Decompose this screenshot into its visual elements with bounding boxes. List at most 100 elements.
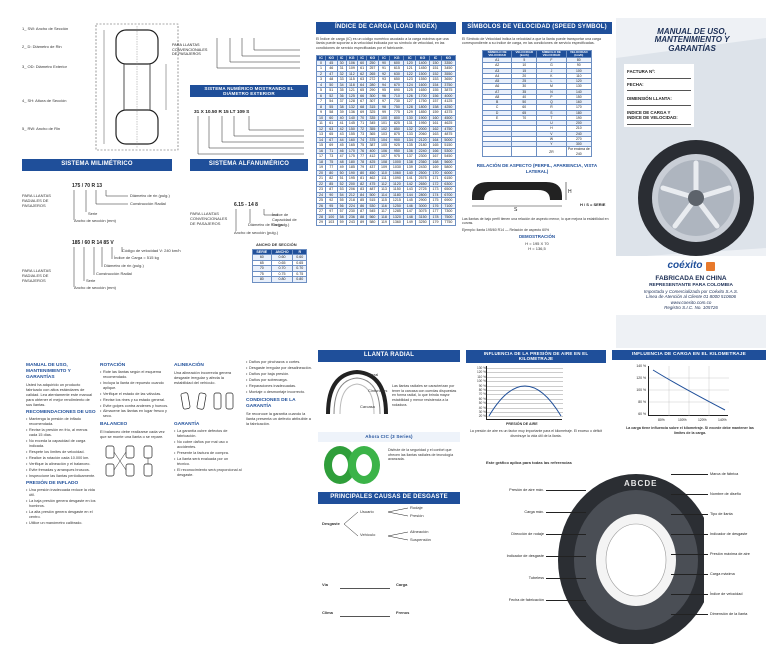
speed-cell: A2 <box>481 62 513 69</box>
load-index-cell: 45 <box>336 142 347 149</box>
load-index-cell: 2060 <box>415 131 431 138</box>
load-index-cell: 4125 <box>440 98 456 105</box>
diam-code-lines <box>197 116 304 155</box>
load-km-note: La carga tiene influencia sobre el kilom… <box>626 426 754 435</box>
phone: Línea de Atención al Cliente 01 8000 510… <box>646 294 736 300</box>
load-index-cell: 4500 <box>440 114 456 122</box>
load-index-cell: 103 <box>325 218 338 226</box>
pressure-row-label: 130 % <box>476 366 486 370</box>
pressure-gridline <box>487 394 563 396</box>
pressure-gridline <box>487 368 563 369</box>
load-index-cell: 4250 <box>440 103 456 111</box>
load-km-ytick: 60 % <box>638 412 646 416</box>
load-index-cell: 4 <box>316 81 326 89</box>
load-index-cell: 23 <box>316 186 326 193</box>
cause-branch-3: Vía <box>322 582 329 587</box>
load-index-cell: 37 <box>336 98 347 105</box>
load-index-cell: 2725 <box>415 186 431 193</box>
sidewall-right-label: Indicador de desgaste <box>710 532 748 536</box>
load-index-cell: 3450 <box>440 65 456 73</box>
list-item: Revise la presión en frío, al menos cada… <box>26 428 96 438</box>
load-index-cell: 1750 <box>415 98 431 105</box>
sidewall-right-label: Marca de fábrica <box>710 472 739 476</box>
list-item: No cubre daños por mal uso o accidentes. <box>174 440 242 450</box>
list-item: El reconocimiento será proporcional al d… <box>174 468 242 478</box>
load-index-cell: 6500 <box>440 186 456 193</box>
load-index-cell: 800 <box>389 114 405 122</box>
list-item: Evite frenadas y arranques bruscos. <box>26 468 96 473</box>
pressure-xlabel: PRESIÓN DE AIRE <box>506 422 538 426</box>
load-index-cell: 580 <box>366 218 379 226</box>
load-index-cell: 9 <box>316 109 326 116</box>
made-in: FABRICADA EN CHINA <box>655 274 727 282</box>
load-index-cell: 5300 <box>440 147 456 155</box>
load-index-cell: 690 <box>389 87 405 94</box>
load-km-ytick: 100 % <box>636 388 646 392</box>
form-field-fecha: FECHA: <box>627 79 691 91</box>
milim-side-label: PARA LLANTAS RADIALES DE PASAJEROS <box>22 193 51 209</box>
sidewall-leader-line <box>546 490 586 491</box>
speed-col-header: SÍMBOLO DE VELOCIDAD <box>481 49 513 59</box>
milimetrico-header: SISTEMA MILIMÉTRICO <box>22 159 172 171</box>
cause-branch-4: Clima <box>322 610 333 615</box>
cover-title-line-1: MANUAL DE USO, <box>657 27 727 36</box>
serie-cell: 0.60 <box>292 254 307 262</box>
web: www.coexito.com.co <box>670 299 712 305</box>
load-index-cell: 85 <box>357 197 368 204</box>
load-index-cell: 35 <box>336 87 347 94</box>
radial-header: LLANTA RADIAL <box>318 350 460 362</box>
load-km-ytick: 80 % <box>638 400 646 404</box>
load-index-cell: 6300 <box>440 180 456 188</box>
load-index-cell: 1700 <box>415 92 431 100</box>
milim-part-1: Diámetro de rin (pulg.) <box>130 193 170 198</box>
list-item: Mantenga la presión de inflado recomenda… <box>26 417 96 427</box>
load-index-cell: 3750 <box>440 81 456 89</box>
list-item: Revise los rines y su estado general. <box>100 398 170 403</box>
load-index-cell: 179 <box>429 218 442 226</box>
pressure-gridline <box>487 416 563 418</box>
load-index-cell: 4375 <box>440 109 456 116</box>
pressure-row-label: 30 % <box>478 410 486 414</box>
list-item: Daños por sobrecarga. <box>246 378 314 383</box>
serie-cell: 0.70 <box>270 265 294 272</box>
speed-cell: 130 <box>565 83 593 90</box>
load-index-cell: 710 <box>389 92 405 100</box>
load-index-cell: 1650 <box>415 87 431 94</box>
sidewall-left-label: Dirección de rodaje <box>511 532 544 536</box>
form-field-factura: FACTURA Nº: <box>627 66 691 79</box>
load-index-cell: 19 <box>316 164 326 171</box>
speed-cell <box>481 146 513 157</box>
speed-cell: ZR <box>536 146 567 157</box>
col1-sub2: PRESIÓN DE INFLADO <box>26 481 79 487</box>
load-index-cell: 3000 <box>415 202 431 210</box>
load-index-cell: 83 <box>357 186 368 193</box>
milim2-part-2: Índice de Carga = 515 kg <box>114 255 159 260</box>
speed-cell: A6 <box>481 83 513 90</box>
pressure-chart: 130 %120 %110 %100 %90 %80 %70 %60 %50 %… <box>477 366 563 420</box>
load-index-cell: 1360 <box>389 218 405 226</box>
radial-desc: Las llantas radiales se caracterizan por… <box>392 384 457 407</box>
load-index-cell: 39 <box>336 109 347 116</box>
speed-cell: C <box>481 104 513 111</box>
load-index-cell: 1600 <box>415 81 431 89</box>
speed-col-header: VELOCIDAD (km/h) <box>565 49 593 59</box>
load-index-cell: 60 <box>357 59 368 67</box>
load-index-cell: 775 <box>389 109 405 116</box>
load-index-cell: 82 <box>357 180 368 188</box>
speed-cell: E <box>481 114 513 122</box>
load-index-col-header: IC <box>316 54 326 62</box>
dim-label-5: 5_ RW: Ancho de Rin <box>22 126 61 131</box>
milim-part-3: Serie <box>88 211 98 216</box>
speed-cell: A8 <box>481 93 513 101</box>
speed-col-header: SÍMBOLO DE VELOCIDAD <box>536 49 567 59</box>
load-index-cell: 55 <box>336 197 347 204</box>
sidewall-left-label: Indicador de desgaste <box>506 554 544 558</box>
